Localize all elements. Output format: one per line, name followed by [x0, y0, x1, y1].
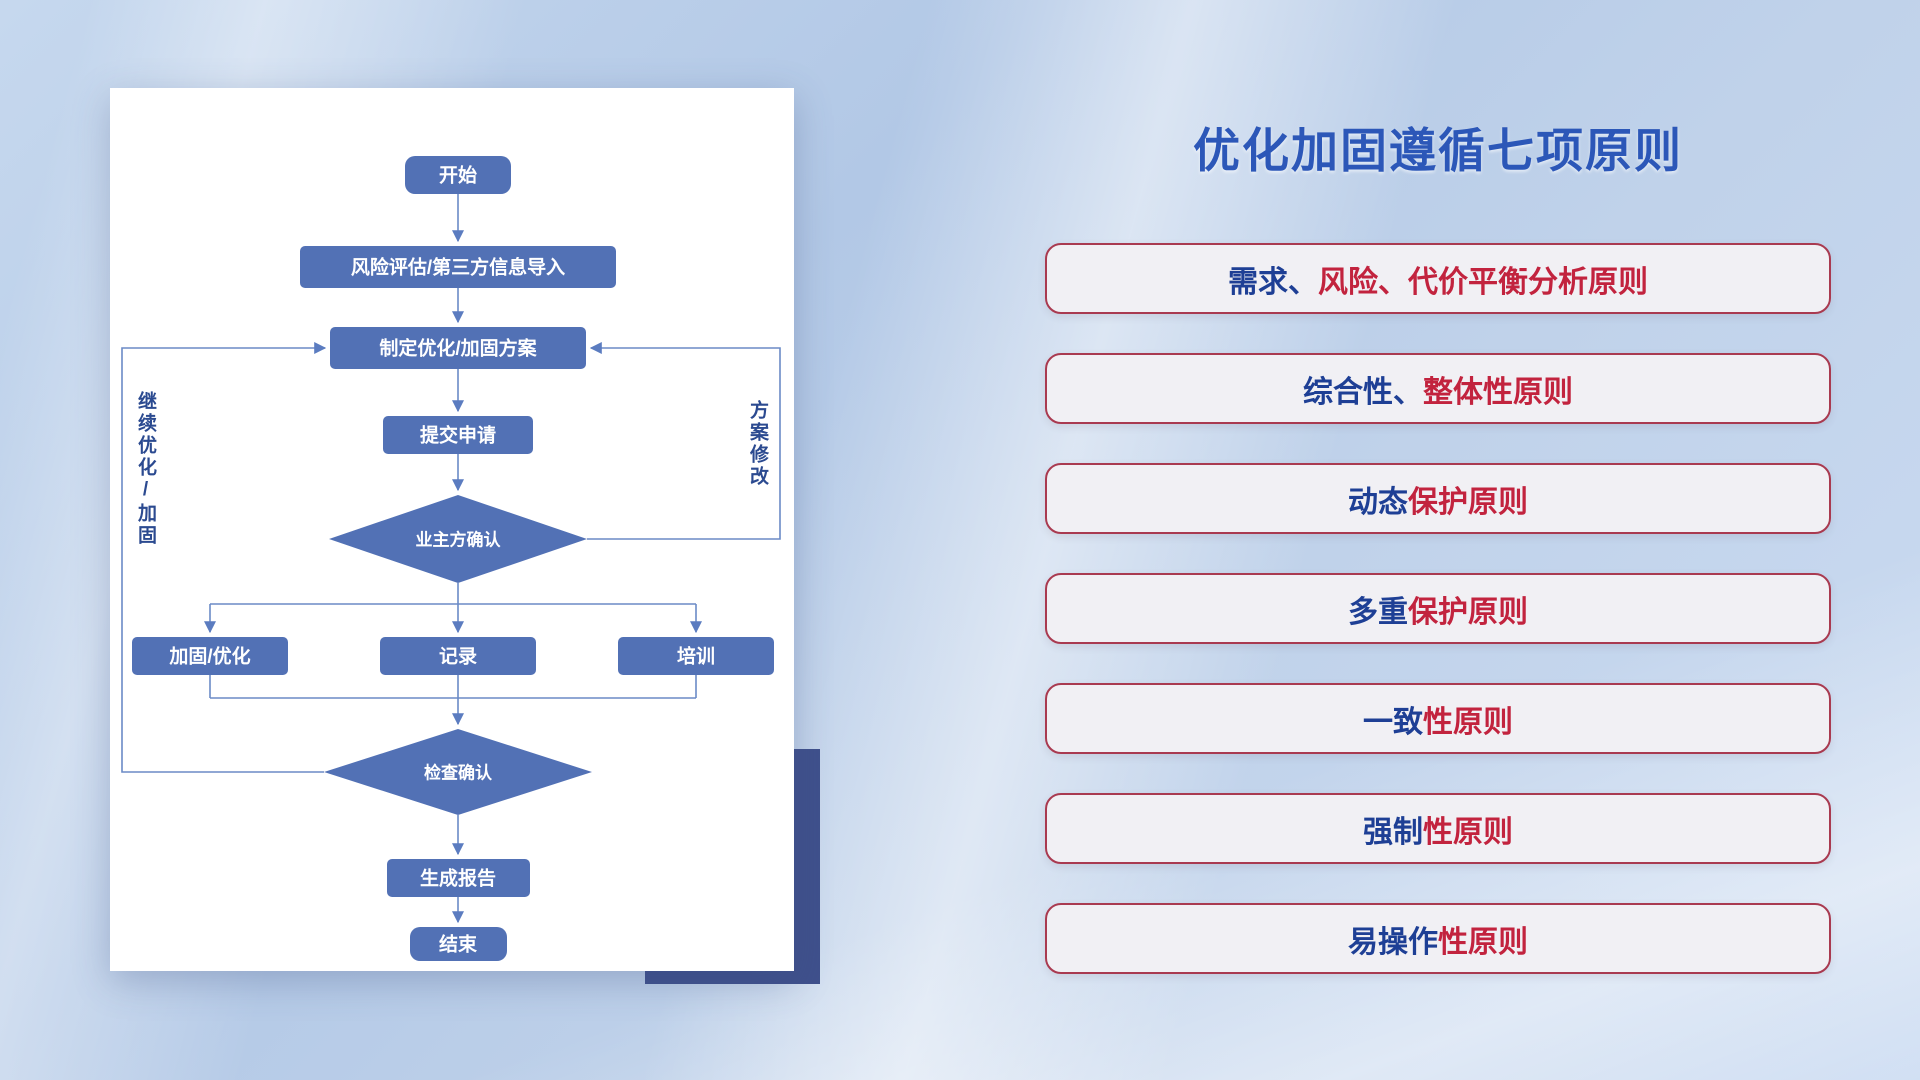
flow-node-generate-report: 生成报告	[387, 859, 530, 897]
flow-node-record-label: 记录	[439, 646, 477, 668]
loop-plan-revision	[587, 342, 781, 540]
principle-3-blue-text: 动态	[1348, 485, 1408, 519]
principle-item-1: 需求、风险、代价平衡分析原则	[1045, 243, 1831, 314]
flow-node-training: 培训	[618, 637, 774, 675]
principle-1-blue-text: 需求、	[1228, 265, 1318, 299]
principle-5-red-text: 性原则	[1423, 705, 1513, 739]
flowchart-card: 开始 风险评估/第三方信息导入 制定优化/加固方案 提交申请 业主方确认 加固/…	[110, 88, 794, 971]
principle-item-7: 易操作性原则	[1045, 903, 1831, 974]
flow-node-start-label: 开始	[439, 164, 477, 187]
edge-label-continue-optimize: 继续优化/加固	[135, 391, 156, 547]
principle-item-3: 动态保护原则	[1045, 463, 1831, 534]
flow-node-start: 开始	[405, 156, 511, 194]
flow-node-end-label: 结束	[439, 933, 478, 956]
principle-7-red-text: 性原则	[1438, 925, 1528, 959]
principle-2-blue-text: 综合性、	[1303, 375, 1423, 409]
flow-node-make-plan: 制定优化/加固方案	[330, 327, 586, 369]
flow-node-submit-label: 提交申请	[420, 424, 496, 447]
flow-node-harden-optimize: 加固/优化	[132, 637, 288, 675]
edge-label-plan-revision: 方案修改	[747, 400, 768, 488]
principle-item-4: 多重保护原则	[1045, 573, 1831, 644]
principle-item-5: 一致性原则	[1045, 683, 1831, 754]
principle-item-6: 强制性原则	[1045, 793, 1831, 864]
flow-node-risk-assessment: 风险评估/第三方信息导入	[300, 246, 616, 288]
flow-decision-check-confirm: 检查确认	[324, 729, 592, 815]
flow-decision-check-label: 检查确认	[424, 763, 493, 783]
page-title: 优化加固遵循七项原则	[1193, 124, 1683, 177]
principles-panel: 优化加固遵循七项原则 需求、风险、代价平衡分析原则 综合性、整体性原则 动态保护…	[1045, 0, 1831, 1080]
principle-7-blue-text: 易操作	[1348, 925, 1438, 959]
principle-6-red-text: 性原则	[1423, 815, 1513, 849]
flow-decision-owner-label: 业主方确认	[416, 530, 502, 550]
flowchart-canvas: 开始 风险评估/第三方信息导入 制定优化/加固方案 提交申请 业主方确认 加固/…	[121, 156, 781, 961]
flow-node-plan-label: 制定优化/加固方案	[379, 337, 537, 360]
principle-4-red-text: 保护原则	[1408, 595, 1528, 629]
principle-1-red-text: 风险、代价平衡分析原则	[1318, 265, 1648, 299]
flow-node-training-label: 培训	[677, 645, 715, 668]
flow-node-risk-label: 风险评估/第三方信息导入	[351, 256, 565, 279]
principle-6-blue-text: 强制	[1363, 815, 1423, 849]
principle-2-red-text: 整体性原则	[1423, 375, 1573, 409]
flow-node-report-label: 生成报告	[420, 867, 496, 890]
loop-continue-optimize	[121, 342, 327, 773]
flow-node-harden-label: 加固/优化	[168, 645, 250, 668]
principle-4-blue-text: 多重	[1348, 595, 1408, 629]
flow-decision-owner-confirm: 业主方确认	[329, 495, 587, 583]
principle-list: 需求、风险、代价平衡分析原则 综合性、整体性原则 动态保护原则 多重保护原则 一…	[1045, 243, 1831, 974]
principle-item-2: 综合性、整体性原则	[1045, 353, 1831, 424]
flow-node-end: 结束	[410, 927, 507, 961]
principle-5-blue-text: 一致	[1363, 705, 1423, 739]
principle-3-red-text: 保护原则	[1408, 485, 1528, 519]
flow-node-submit-request: 提交申请	[383, 416, 533, 454]
flow-connectors	[121, 194, 781, 924]
flow-node-record: 记录	[380, 637, 536, 675]
